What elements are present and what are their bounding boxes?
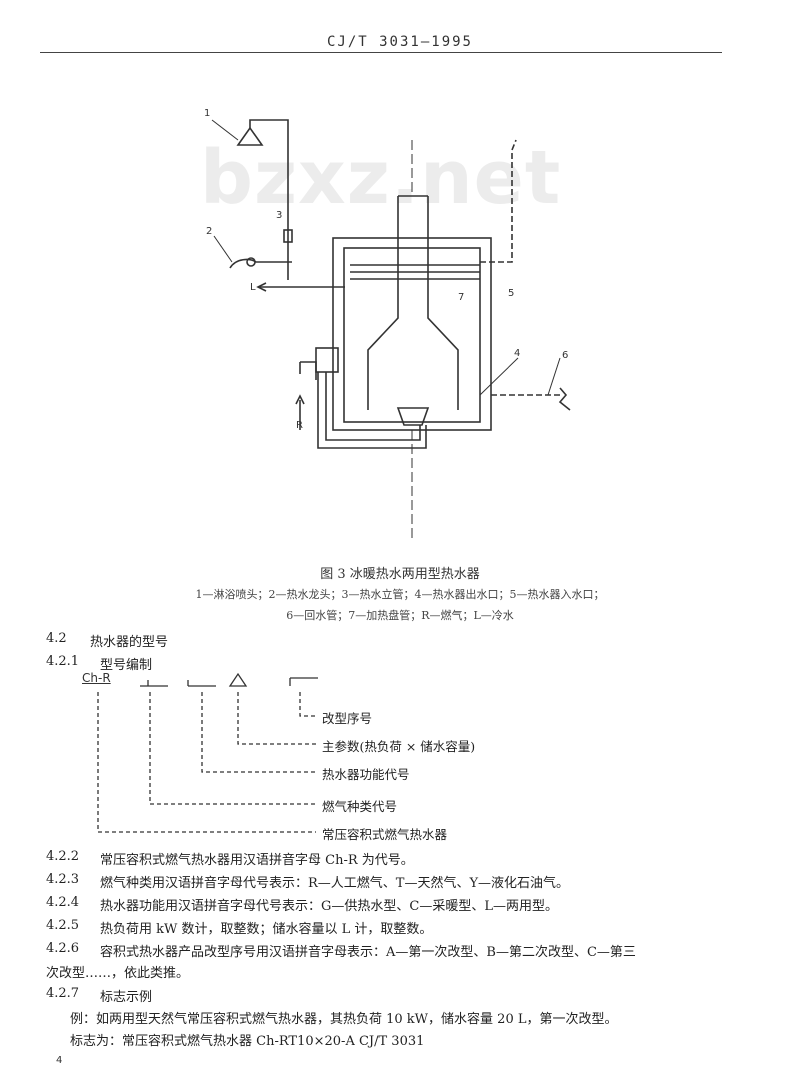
para-number: 4.2.2 <box>46 849 80 864</box>
figure-legend-line-2: 6—回水管；7—加热盘管；R—燃气；L—冷水 <box>286 609 514 622</box>
example-line-2: 标志为：常压容积式燃气热水器 Ch-RT10×20-A CJ/T 3031 <box>70 1034 425 1049</box>
para-text: 常压容积式燃气热水器用汉语拼音字母 Ch-R 为代号。 <box>100 853 414 868</box>
para-text: 次改型……，依此类推。 <box>46 966 190 981</box>
para-number: 4.2.3 <box>46 872 80 887</box>
model-label-revision: 改型序号 <box>322 711 373 726</box>
page-number: 4 <box>56 1055 63 1066</box>
model-label-product: 常压容积式燃气热水器 <box>322 827 448 842</box>
flue-pipe <box>367 196 459 410</box>
para-number: 4.2.4 <box>46 895 80 910</box>
callout-4: 4 <box>514 348 521 359</box>
para-number: 4.2.5 <box>46 918 80 933</box>
callout-R: R <box>296 420 303 431</box>
header-rule <box>40 52 722 53</box>
callout-L: L <box>250 282 256 293</box>
gas-pipe <box>317 372 427 449</box>
subsection-title: 型号编制 <box>100 658 153 673</box>
burner <box>396 407 430 426</box>
figure-legend-line-1: 1—淋浴喷头；2—热水龙头；3—热水立管；4—热水器出水口；5—热水器入水口； <box>195 588 605 601</box>
section-title: 热水器的型号 <box>90 635 169 650</box>
watermark: bzxz.net <box>200 135 562 221</box>
model-prefix: Ch-R <box>82 671 111 685</box>
para-text: 燃气种类用汉语拼音字母代号表示：R—人工燃气、T—天然气、Y—液化石油气。 <box>100 876 570 891</box>
callout-2: 2 <box>206 226 213 237</box>
para-number: 4.2.7 <box>46 986 80 1001</box>
model-label-gas-type: 燃气种类代号 <box>322 799 398 814</box>
hot-water-tap <box>229 258 292 269</box>
section-number: 4.2 <box>46 631 67 646</box>
para-text: 热负荷用 kW 数计，取整数；储水容量以 L 计，取整数。 <box>100 922 433 937</box>
para-text: 容积式热水器产品改型序号用汉语拼音字母表示：A—第一次改型、B—第二次改型、C—… <box>100 945 636 960</box>
callout-1: 1 <box>204 108 211 119</box>
callout-7: 7 <box>458 292 465 303</box>
figure-caption: 图 3 冰暖热水两用型热水器 <box>320 567 480 582</box>
para-text: 热水器功能用汉语拼音字母代号表示：G—供热水型、C—采暖型、L—两用型。 <box>100 899 558 914</box>
shower-head <box>236 126 264 146</box>
tank-inner-wall <box>343 247 481 423</box>
para-number: 4.2.6 <box>46 941 80 956</box>
model-label-main-param: 主参数(热负荷 × 储水容量) <box>322 739 476 754</box>
subsection-number: 4.2.1 <box>46 654 80 669</box>
standard-code-header: CJ/T 3031—1995 <box>326 34 473 50</box>
callout-5: 5 <box>508 288 515 299</box>
callout-6: 6 <box>562 350 569 361</box>
outlet-pipe <box>480 139 517 263</box>
example-line-1: 例：如两用型天然气常压容积式燃气热水器，其热负荷 10 kW，储水容量 20 L… <box>70 1012 618 1027</box>
para-text: 标志示例 <box>100 990 153 1005</box>
callout-3: 3 <box>276 210 283 221</box>
model-label-function: 热水器功能代号 <box>322 767 410 782</box>
gas-valve <box>315 347 339 373</box>
